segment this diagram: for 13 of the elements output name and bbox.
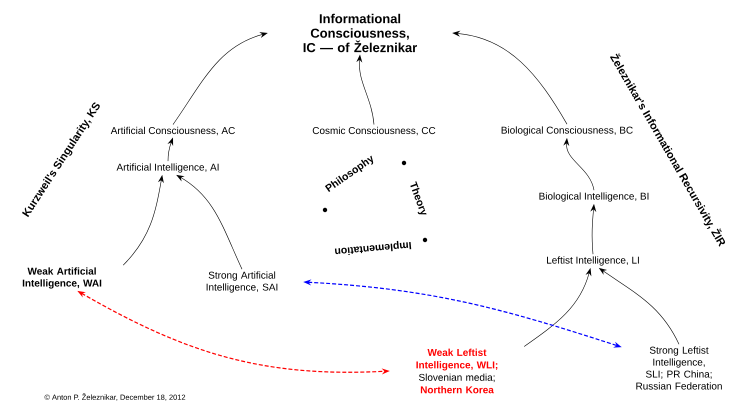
circle-word: Theory [410, 181, 427, 214]
concept-text: Weak Leftist Intelligence, WLI; Slovenian media; Northern Korea [416, 348, 498, 394]
concept-text: Strong Artificial Intelligence, SAI [206, 271, 278, 293]
concept-text: Weak Artificial Intelligence, WAI [22, 267, 102, 289]
concept-text: Biological Consciousness, BC [502, 126, 633, 136]
concept-text: Leftist Intelligence, LI [547, 256, 639, 266]
heading-text: Informational Consciousness, IC — of Železnikar [304, 14, 417, 52]
concept-text: Cosmic Consciousness, CC [312, 126, 436, 136]
circle-word: Implementation [334, 240, 412, 256]
concept-text: Strong Leftist Intelligence, SLI; PR China; Russian Federation [636, 346, 722, 390]
concept-text: Artificial Consciousness, AC [110, 126, 235, 136]
concept-text: Biological Intelligence, BI [539, 192, 648, 202]
concept-text: Artificial Intelligence, AI [116, 163, 219, 173]
